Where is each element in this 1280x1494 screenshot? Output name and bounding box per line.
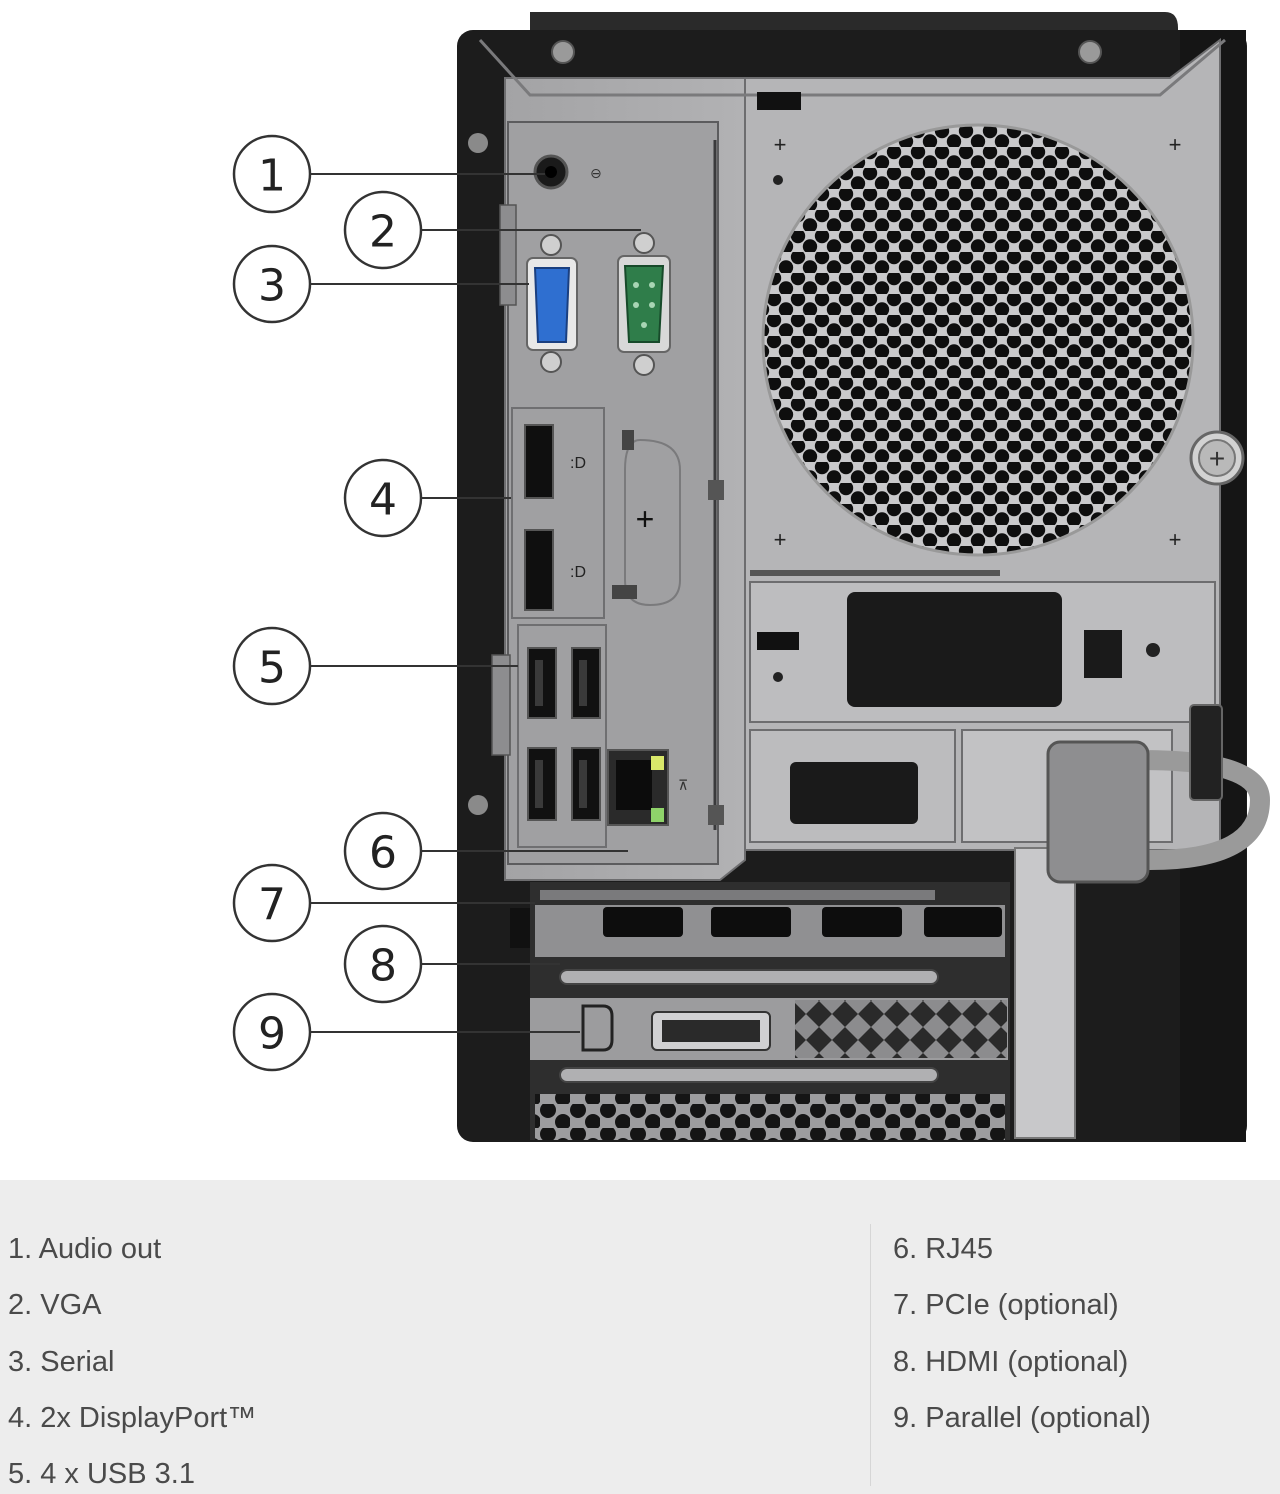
- legend-item-audio-out: 1. Audio out: [8, 1233, 162, 1265]
- legend-item-parallel: 9. Parallel (optional): [893, 1402, 1151, 1434]
- callout-8: 8: [343, 924, 423, 1004]
- serial-port: [617, 232, 671, 376]
- svg-text:+: +: [1209, 443, 1225, 474]
- usb-ports: [517, 624, 607, 848]
- svg-text::D: :D: [570, 564, 586, 581]
- svg-text::D: :D: [570, 455, 586, 472]
- audio-out-port: ⊖: [533, 154, 602, 190]
- svg-text:7: 7: [258, 880, 286, 931]
- ps2-knockout: +: [612, 430, 681, 607]
- legend-item-vga: 2. VGA: [8, 1289, 102, 1321]
- callout-6: 6: [343, 811, 423, 891]
- callout-leaders: [311, 173, 641, 1033]
- legend-item-hdmi: 8. HDMI (optional): [893, 1346, 1129, 1378]
- callout-1: 1: [232, 134, 312, 214]
- legend-item-rj45: 6. RJ45: [893, 1233, 993, 1265]
- svg-text:+: +: [1169, 132, 1182, 157]
- callout-9: 9: [232, 992, 312, 1072]
- callout-4: 4: [343, 458, 423, 538]
- svg-text:2: 2: [369, 207, 397, 258]
- rj45-port: ⊼: [607, 749, 688, 826]
- legend-item-pcie: 7. PCIe (optional): [893, 1289, 1119, 1321]
- legend-item-displayport: 4. 2x DisplayPort™: [8, 1402, 257, 1434]
- padlock-loop: [1014, 704, 1271, 1139]
- svg-text:9: 9: [258, 1009, 286, 1060]
- svg-text:+: +: [774, 132, 787, 157]
- svg-text:+: +: [636, 501, 655, 537]
- svg-text:6: 6: [369, 828, 397, 879]
- computer-rear-panel-figure: ⊖ :D :D +: [232, 12, 1271, 1142]
- svg-text:1: 1: [258, 151, 286, 202]
- expansion-slots: [510, 882, 1010, 1140]
- vga-port: [526, 234, 578, 373]
- legend-column-right: 6. RJ45 7. PCIe (optional) 8. HDMI (opti…: [870, 1224, 1271, 1486]
- svg-text:⊖: ⊖: [590, 166, 602, 182]
- callout-7: 7: [232, 863, 312, 943]
- svg-text:3: 3: [258, 261, 286, 312]
- svg-text:4: 4: [369, 475, 397, 526]
- legend-item-serial: 3. Serial: [8, 1346, 115, 1378]
- callout-5: 5: [232, 626, 312, 706]
- port-legend: 1. Audio out 2. VGA 3. Serial 4. 2x Disp…: [0, 1180, 1280, 1494]
- fan-grill: + + + +: [757, 92, 1195, 557]
- svg-text:5: 5: [258, 643, 286, 694]
- legend-column-left: 1. Audio out 2. VGA 3. Serial 4. 2x Disp…: [8, 1180, 848, 1494]
- svg-text:⊼: ⊼: [678, 777, 688, 793]
- svg-text:+: +: [1169, 527, 1182, 552]
- legend-item-usb: 5. 4 x USB 3.1: [8, 1458, 195, 1490]
- callout-2: 2: [343, 190, 423, 270]
- thumbscrew: +: [1189, 430, 1245, 486]
- callout-3: 3: [232, 244, 312, 324]
- displayport-ports: :D :D: [511, 407, 605, 619]
- svg-text:+: +: [774, 527, 787, 552]
- svg-text:8: 8: [369, 941, 397, 992]
